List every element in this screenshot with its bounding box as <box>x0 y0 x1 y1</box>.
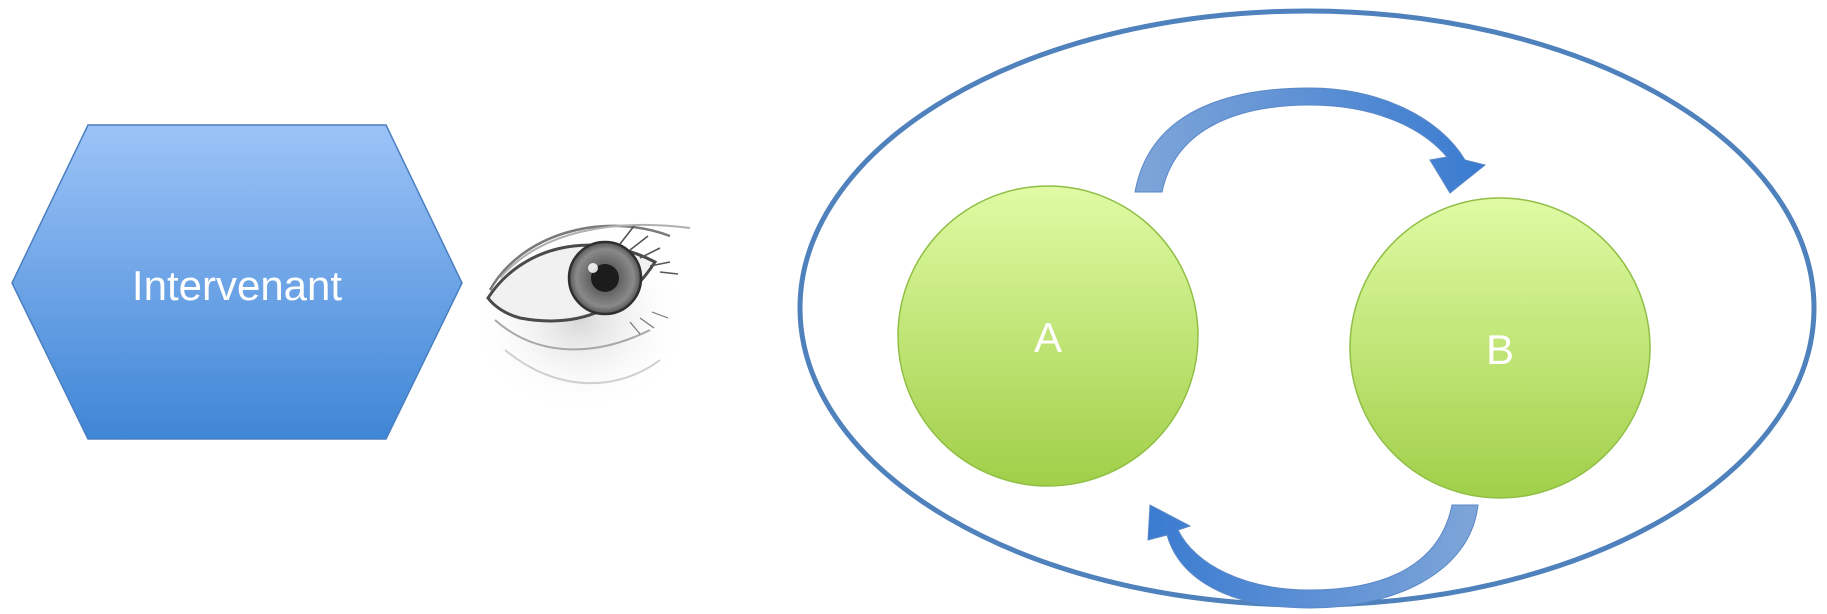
actor-hexagon: Intervenant <box>12 125 462 439</box>
actor-label: Intervenant <box>132 262 342 309</box>
node-a-label: A <box>1034 314 1062 361</box>
node-b: B <box>1350 198 1650 498</box>
arrow-a-to-b <box>1135 88 1485 193</box>
node-b-label: B <box>1486 326 1514 373</box>
eye-icon <box>470 225 690 415</box>
arrow-b-to-a <box>1148 505 1478 608</box>
node-a: A <box>898 186 1198 486</box>
